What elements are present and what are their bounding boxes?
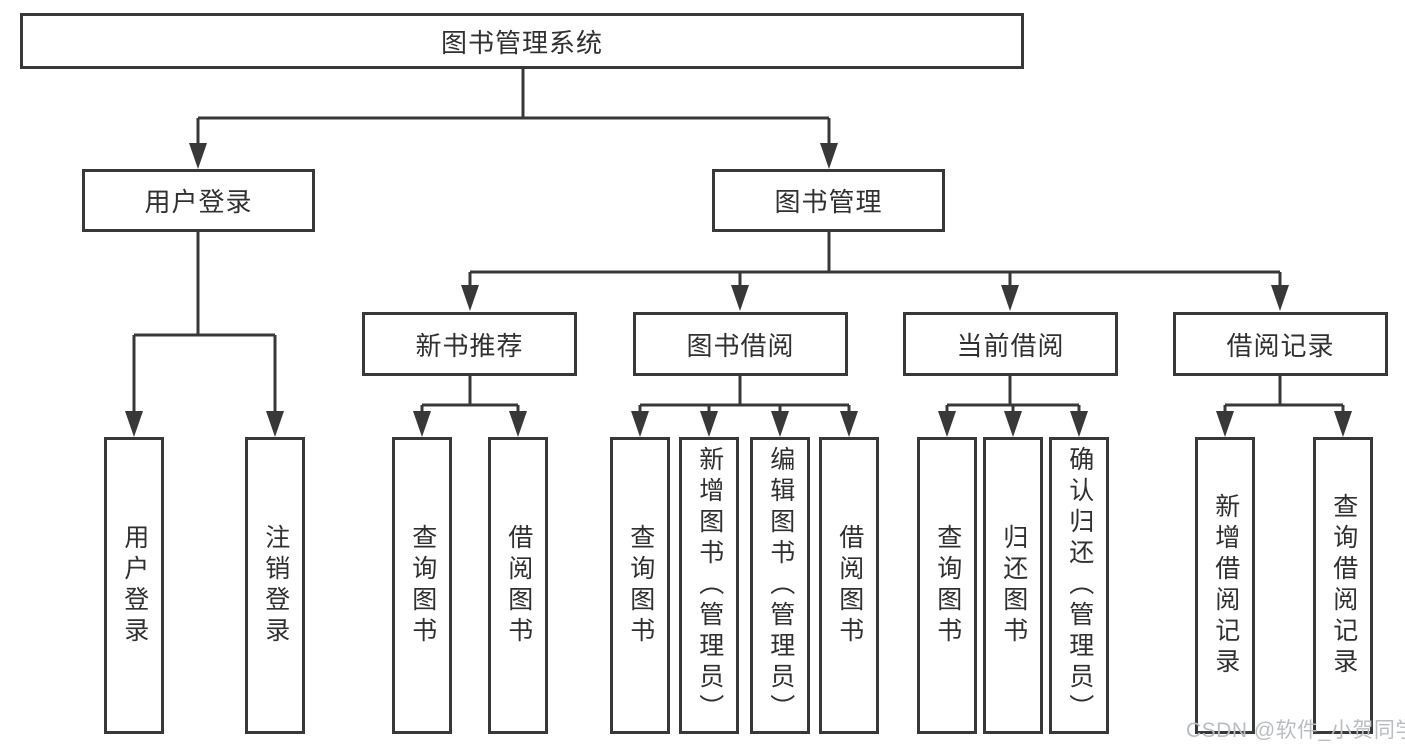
leaf-confirm-return-admin-label: 确认归还（管理员） <box>1065 446 1094 725</box>
leaf-query-books-1: 查询图书 <box>392 437 452 734</box>
tree-connector-path <box>132 68 1345 413</box>
leaf-add-books-admin: 新增图书（管理员） <box>679 437 739 734</box>
node-borrow-records-label: 借阅记录 <box>1226 330 1335 361</box>
arrowhead <box>1216 411 1234 437</box>
leaf-borrow-books-1-label: 借阅图书 <box>504 523 533 648</box>
node-book-borrow-label: 图书借阅 <box>686 330 795 361</box>
arrowhead <box>840 411 858 437</box>
node-user-login-label: 用户登录 <box>144 187 253 217</box>
arrowhead <box>700 411 718 437</box>
arrowheads <box>125 143 1352 437</box>
arrowhead <box>1001 285 1019 311</box>
leaf-borrow-books-1: 借阅图书 <box>488 437 548 734</box>
arrowhead <box>731 285 749 311</box>
leaf-logout-label: 注销登录 <box>261 523 290 648</box>
leaf-borrow-books-2-label: 借阅图书 <box>835 523 864 648</box>
node-current-borrow: 当前借阅 <box>903 312 1118 376</box>
node-current-borrow-label: 当前借阅 <box>956 330 1065 361</box>
node-new-book-recommend-label: 新书推荐 <box>415 330 524 361</box>
arrowhead <box>1334 411 1352 437</box>
node-borrow-records: 借阅记录 <box>1173 312 1388 376</box>
leaf-query-books-2: 查询图书 <box>610 437 670 734</box>
leaf-query-books-3: 查询图书 <box>917 437 977 734</box>
arrowhead <box>1271 285 1289 311</box>
arrowhead <box>1070 411 1088 437</box>
node-book-management-label: 图书管理 <box>774 187 883 217</box>
arrowhead <box>631 411 649 437</box>
arrowhead <box>771 411 789 437</box>
leaf-edit-books-admin: 编辑图书（管理员） <box>750 437 810 734</box>
leaf-query-borrow-record-label: 查询借阅记录 <box>1329 492 1358 679</box>
arrowhead <box>189 143 207 169</box>
leaf-borrow-books-2: 借阅图书 <box>819 437 879 734</box>
arrowhead <box>1004 411 1022 437</box>
arrowhead <box>461 285 479 311</box>
node-new-book-recommend: 新书推荐 <box>362 312 577 376</box>
leaf-edit-books-admin-label: 编辑图书（管理员） <box>766 446 795 725</box>
leaf-confirm-return-admin: 确认归还（管理员） <box>1049 437 1109 734</box>
arrowhead <box>413 411 431 437</box>
arrowhead <box>266 411 284 437</box>
leaf-add-borrow-record: 新增借阅记录 <box>1195 437 1255 734</box>
leaf-return-books-label: 归还图书 <box>999 523 1028 648</box>
arrowhead <box>938 411 956 437</box>
leaf-query-borrow-record: 查询借阅记录 <box>1313 437 1373 734</box>
arrowhead <box>509 411 527 437</box>
csdn-watermark: CSDN @软件_小贺同学 <box>1186 719 1405 742</box>
arrowhead <box>820 143 838 169</box>
leaf-query-books-3-label: 查询图书 <box>933 523 962 648</box>
node-root-label: 图书管理系统 <box>440 27 603 58</box>
node-book-management: 图书管理 <box>712 169 945 232</box>
leaf-query-books-1-label: 查询图书 <box>408 523 437 648</box>
node-root: 图书管理系统 <box>20 13 1024 69</box>
leaf-add-borrow-record-label: 新增借阅记录 <box>1211 492 1240 679</box>
leaf-add-books-admin-label: 新增图书（管理员） <box>695 446 724 725</box>
leaf-query-books-2-label: 查询图书 <box>626 523 655 648</box>
arrowhead <box>125 411 143 437</box>
leaf-logout: 注销登录 <box>245 437 305 734</box>
node-user-login: 用户登录 <box>82 169 315 232</box>
leaf-user-login-label: 用户登录 <box>120 523 149 648</box>
leaf-return-books: 归还图书 <box>983 437 1043 734</box>
node-book-borrow: 图书借阅 <box>633 312 848 376</box>
leaf-user-login: 用户登录 <box>104 437 164 734</box>
